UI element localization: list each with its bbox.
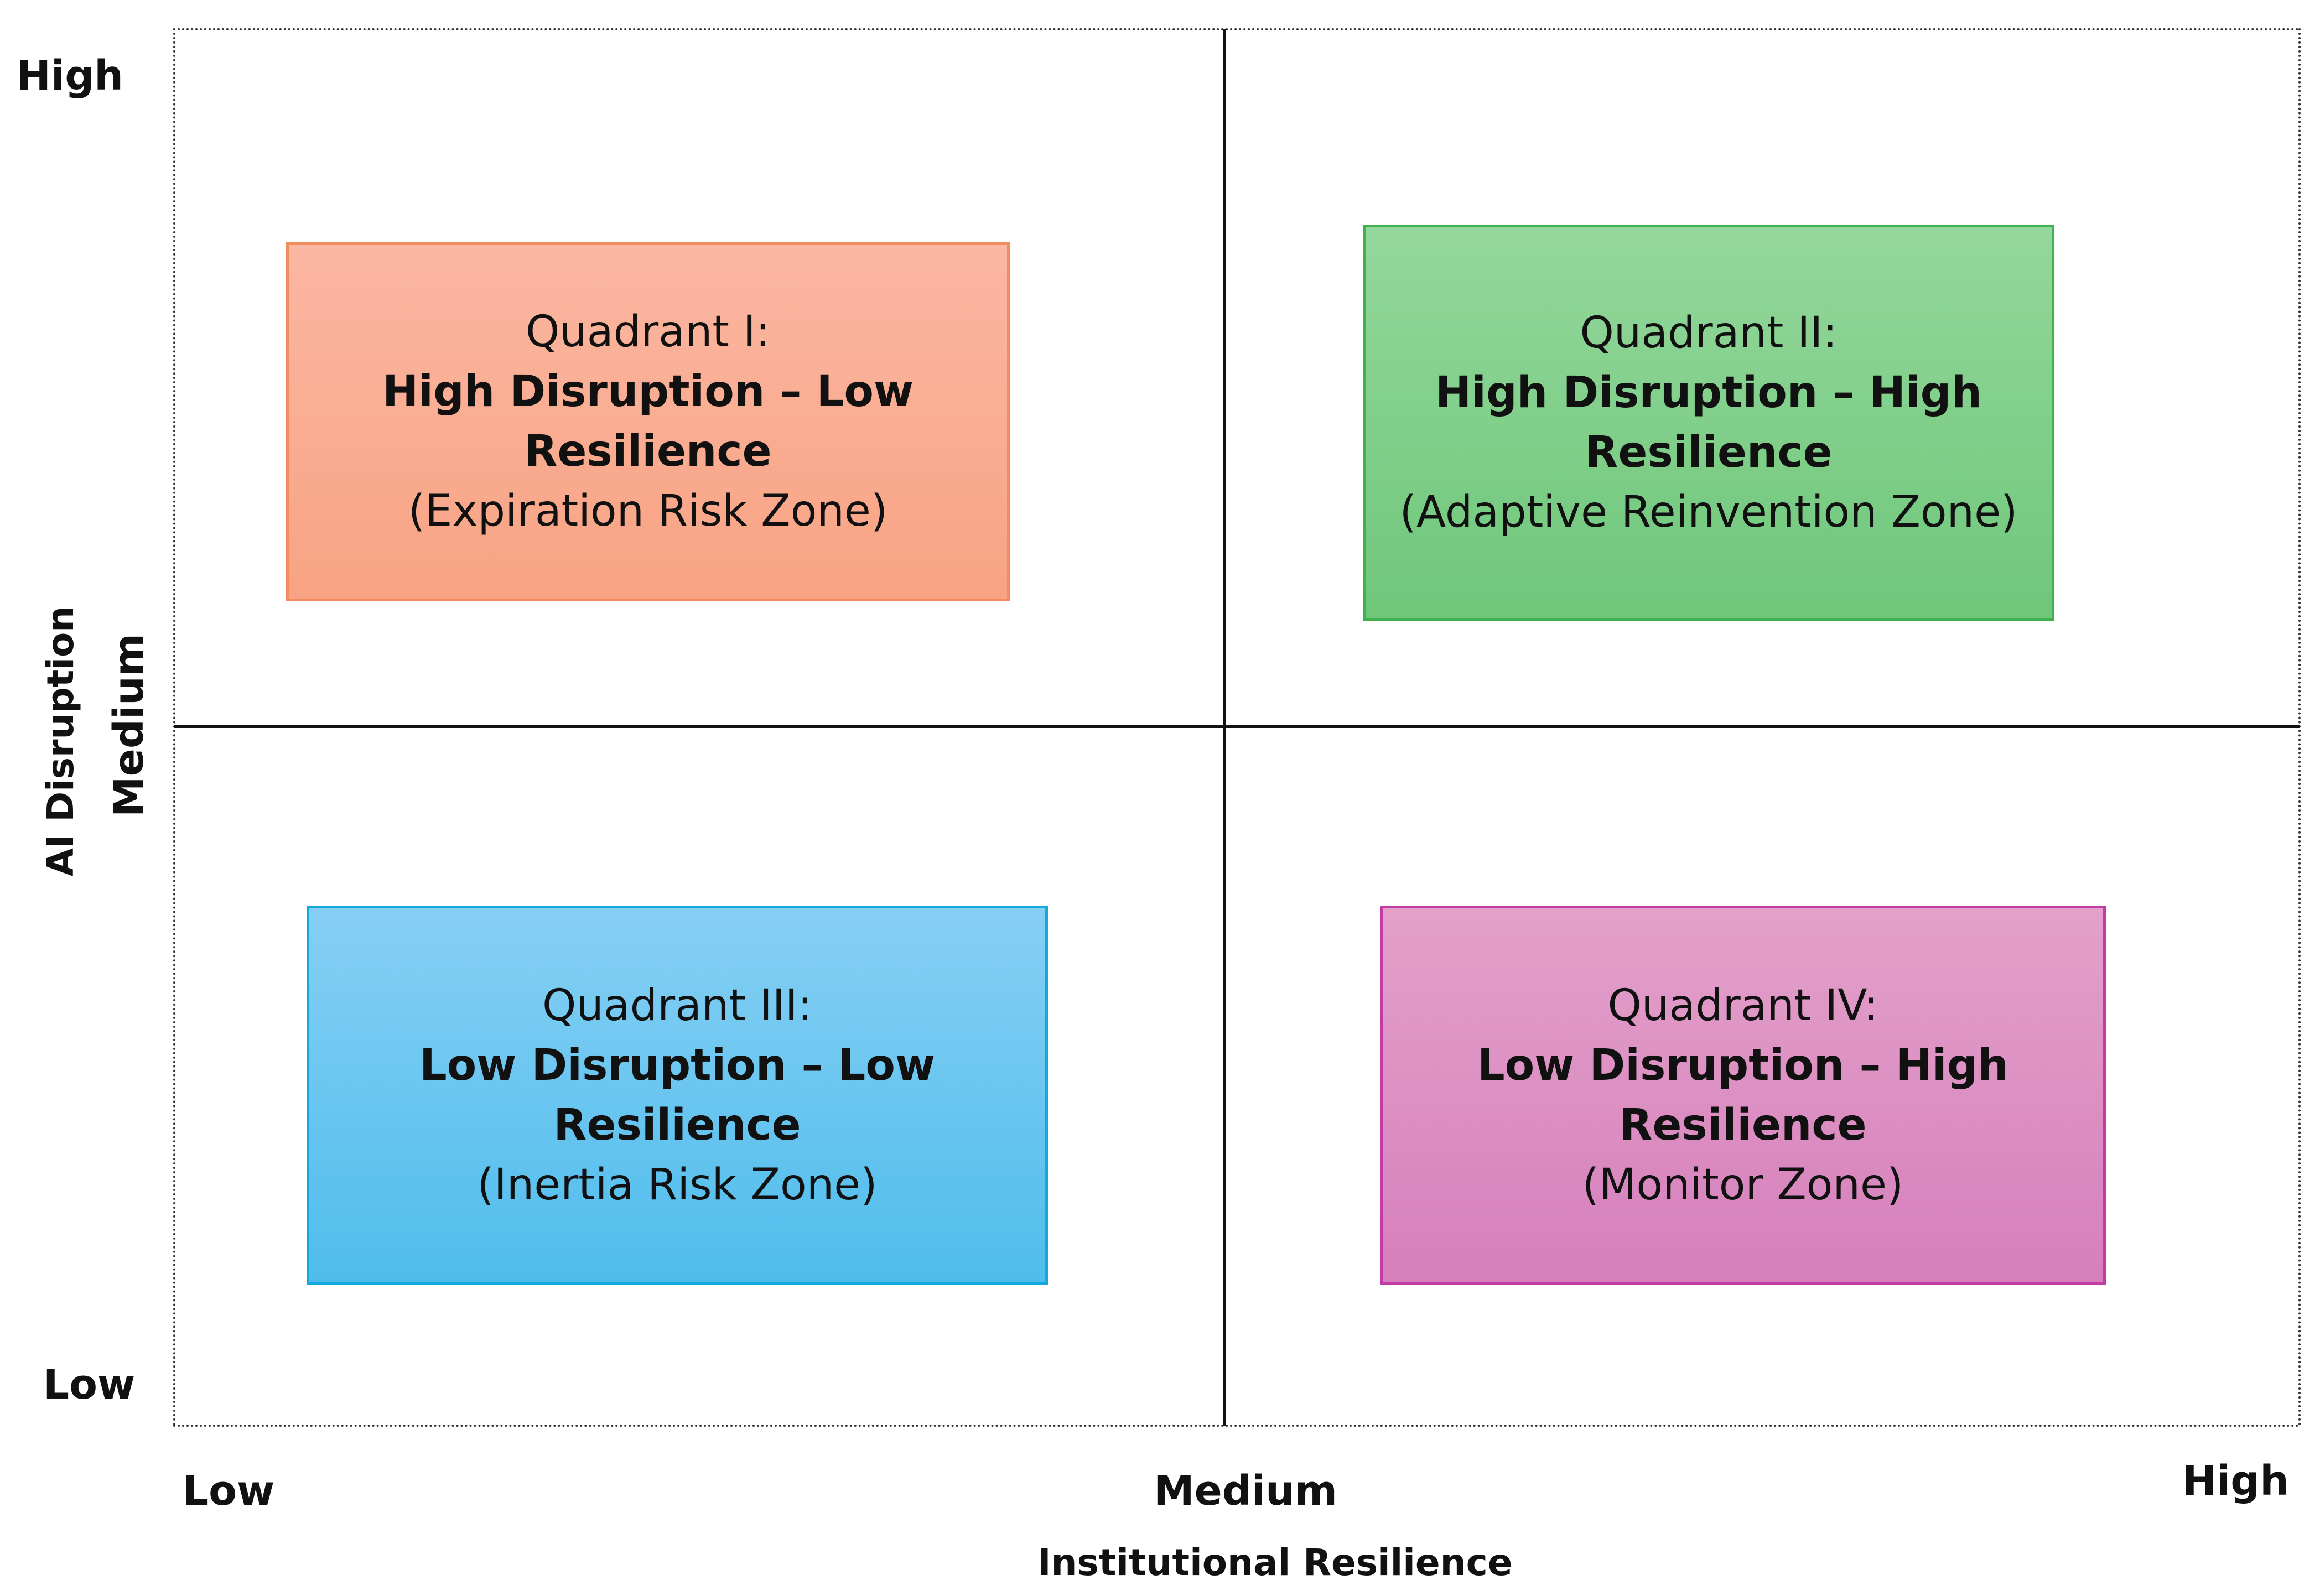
quadrant-zone: (Expiration Risk Zone) (408, 486, 888, 536)
quadrant-title-line-1: Low Disruption – Low (419, 1041, 936, 1090)
quadrant-zone: (Monitor Zone) (1582, 1160, 1904, 1210)
quadrant-title-line-1: High Disruption – High (1435, 368, 1982, 418)
x-tick-low: Low (183, 1467, 275, 1515)
quadrant-title-line-1: Low Disruption – High (1477, 1041, 2009, 1090)
x-axis-title: Institutional Resilience (1037, 1541, 1513, 1584)
horizontal-divider (174, 725, 2300, 728)
quadrant-title-line-2: Resilience (1619, 1100, 1867, 1150)
quadrant-title-line-1: High Disruption – Low (382, 367, 914, 417)
quadrant-4-box: Quadrant IV: Low Disruption – High Resil… (1380, 906, 2106, 1285)
quadrant-zone: (Adaptive Reinvention Zone) (1399, 487, 2018, 537)
y-tick-low: Low (43, 1361, 136, 1408)
quadrant-2-box: Quadrant II: High Disruption – High Resi… (1363, 225, 2054, 621)
x-tick-medium: Medium (1154, 1467, 1337, 1515)
quadrant-heading: Quadrant IV: (1607, 981, 1878, 1031)
x-tick-high: High (2182, 1457, 2289, 1505)
y-axis-title: AI Disruption (39, 606, 82, 877)
y-tick-high: High (17, 52, 123, 100)
quadrant-3-box: Quadrant III: Low Disruption – Low Resil… (307, 906, 1048, 1285)
quadrant-heading: Quadrant II: (1580, 308, 1838, 358)
quadrant-heading: Quadrant I: (525, 307, 771, 357)
quadrant-title-line-2: Resilience (524, 427, 772, 476)
quadrant-title-line-2: Resilience (553, 1100, 801, 1150)
y-tick-medium: Medium (105, 633, 153, 817)
quadrant-zone: (Inertia Risk Zone) (477, 1160, 878, 1210)
quadrant-1-box: Quadrant I: High Disruption – Low Resili… (286, 242, 1010, 601)
quadrant-title-line-2: Resilience (1585, 428, 1833, 477)
quadrant-heading: Quadrant III: (542, 981, 813, 1031)
